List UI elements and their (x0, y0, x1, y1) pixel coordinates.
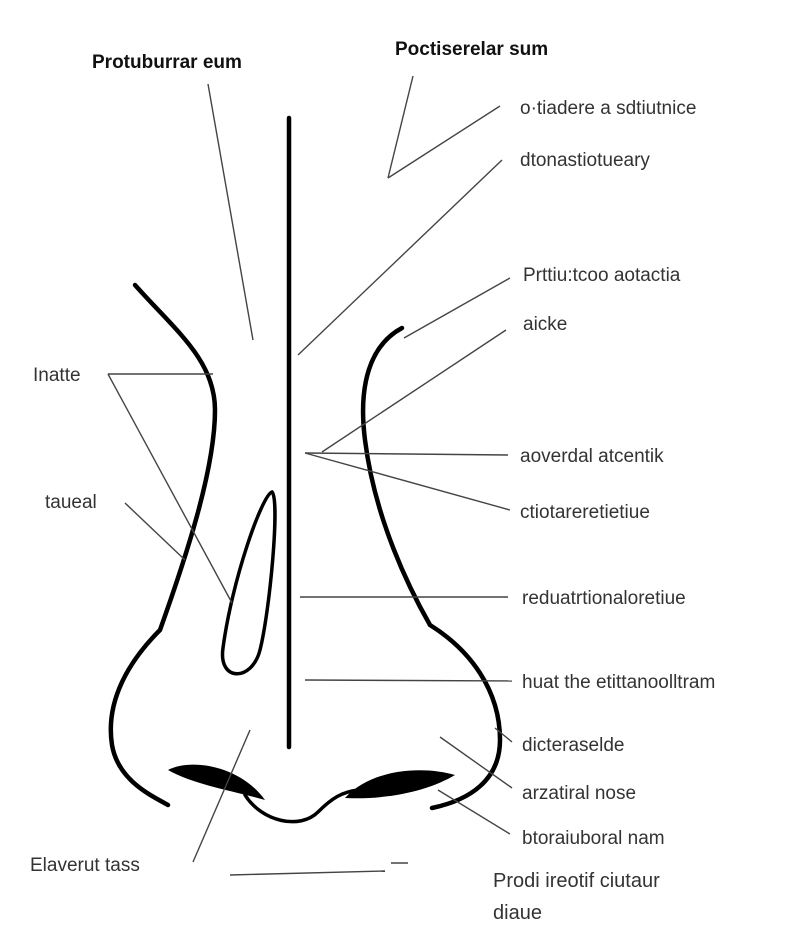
label-right-5: aoverdal atcentik (520, 446, 664, 467)
label-right-4: aicke (523, 314, 567, 335)
label-right-2: dtonastiotueary (520, 150, 650, 171)
title-right: Poctiserelar sum (395, 39, 548, 60)
left-nose-outline (108, 282, 218, 808)
leader-lines (107, 75, 513, 876)
left-nostril (168, 764, 265, 800)
right-nostril (345, 770, 455, 799)
label-right-1: o·tiadere a sdtiutnice (520, 98, 696, 119)
nasal-cartilage-oval (220, 490, 277, 676)
columella-curve (243, 788, 360, 824)
label-right-8: huat the etittanoolltram (522, 672, 715, 693)
label-bottom-right-line1: Prodi ireotif ciutaur (493, 870, 660, 892)
label-right-3: Prttiu:tcoo aotactia (523, 265, 681, 286)
label-right-6: ctiotareretietiue (520, 502, 650, 523)
label-inatte: Inatte (33, 365, 81, 386)
label-right-10: arzatiral nose (522, 783, 636, 804)
label-right-9: dicteraselde (522, 735, 624, 756)
label-right-11: btoraiuboral nam (522, 828, 665, 849)
title-left: Protuburrar eum (92, 52, 242, 73)
label-bottom-left: Elaverut tass (30, 855, 140, 876)
label-taueal: taueal (45, 492, 97, 513)
label-right-7: reduatrtionaloretiue (522, 588, 686, 609)
label-bottom-right-line2: diaue (493, 902, 542, 924)
right-nose-outline (360, 325, 503, 811)
